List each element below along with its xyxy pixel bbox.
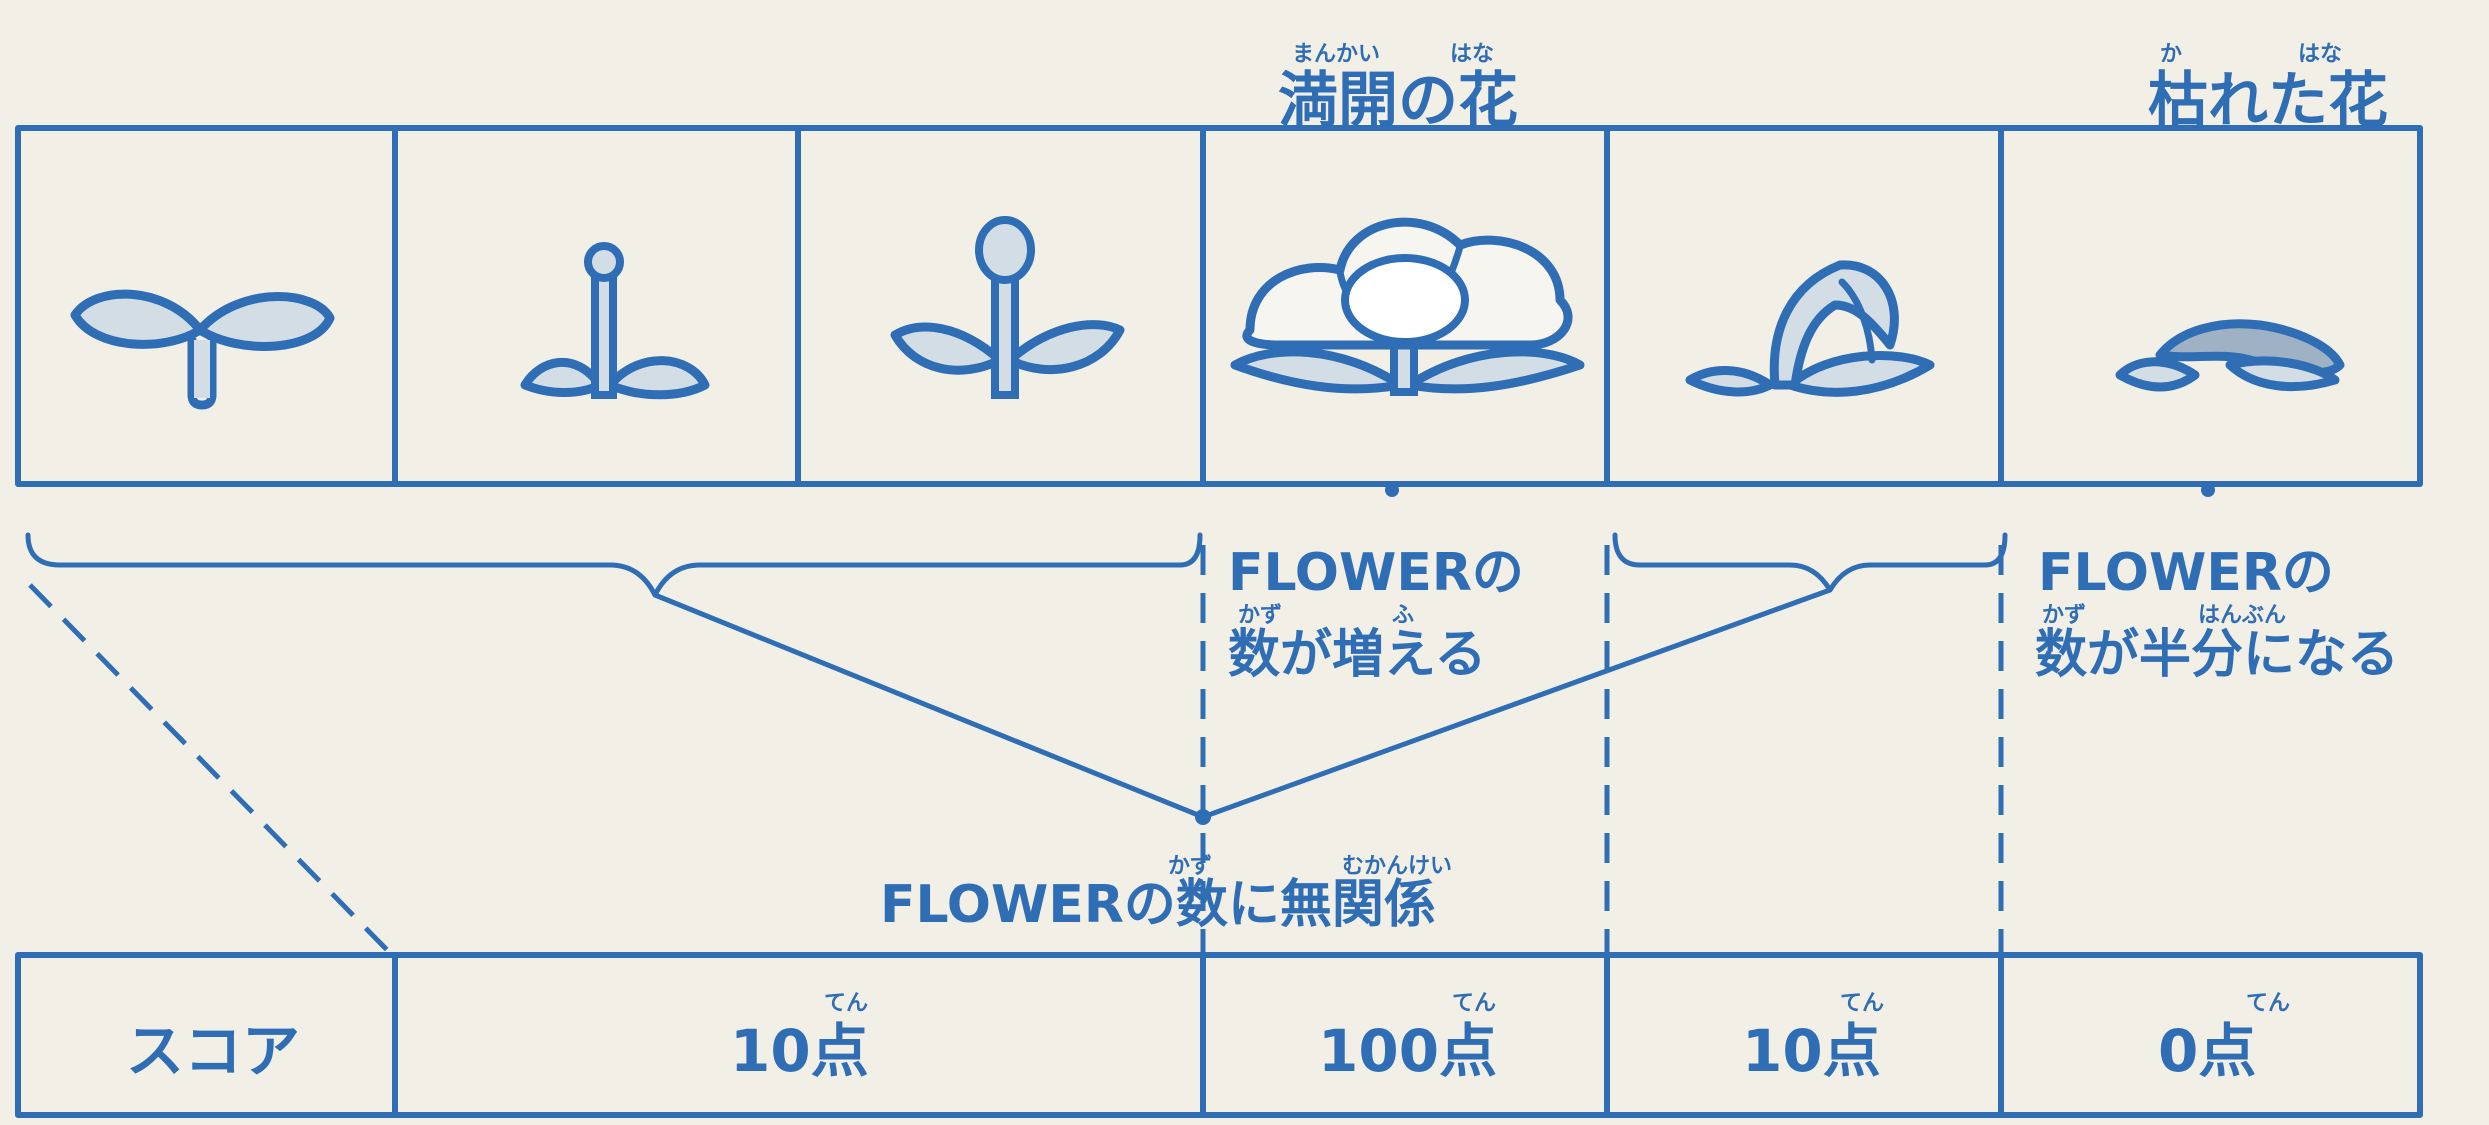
score-cell-1: 10点: [730, 1017, 869, 1085]
ruby-increase-1: かず: [1238, 603, 1283, 628]
ruby-full-bloom-1: まんかい: [1292, 42, 1381, 67]
ruby-withered-1: か: [2160, 42, 2183, 67]
annotation-halve-line2: 数が半分になる: [2035, 625, 2400, 685]
score-cell-2: 100点: [1318, 1017, 1498, 1085]
ruby-score-cell-2: てん: [1452, 991, 1497, 1016]
ruby-halve-2: はんぶん: [2198, 603, 2287, 628]
wilting-flower-icon: [1685, 260, 1935, 397]
full-bloom-flower-icon: [1230, 217, 1585, 396]
score-table-border: [15, 952, 2423, 1118]
heading-full-bloom: 満開の花: [1278, 66, 1518, 136]
ruby-increase-2: ふ: [1392, 603, 1415, 628]
sprout-icon: [70, 289, 335, 410]
ruby-unrelated-2: むかんけい: [1342, 854, 1453, 879]
ruby-score-cell-4: てん: [2246, 991, 2291, 1016]
ruby-halve-1: かず: [2042, 603, 2087, 628]
connector-dot-withered: [2201, 483, 2215, 497]
withered-flower-icon: [2115, 319, 2345, 392]
annotation-halve-line1: FLOWERの: [2038, 543, 2334, 603]
bud-large-icon: [890, 216, 1125, 399]
ruby-withered-2: はな: [2298, 42, 2343, 67]
ruby-unrelated-1: かず: [1168, 854, 1213, 879]
stage-table-dividers: [392, 125, 2004, 487]
heading-withered: 枯れた花: [2148, 66, 2388, 136]
annotation-increase-line1: FLOWERの: [1228, 543, 1524, 603]
score-cell-4: 0点: [2158, 1017, 2257, 1085]
annotation-unrelated: FLOWERの数に無関係: [880, 875, 1436, 935]
brace-growth: [25, 532, 1203, 598]
ruby-score-cell-3: てん: [1840, 991, 1885, 1016]
dashed-guides: [28, 545, 2004, 957]
converge-dot: [1195, 809, 1211, 825]
connector-dot-bloom: [1385, 483, 1399, 497]
stage-table-border: [15, 125, 2423, 487]
score-label: スコア: [126, 1017, 301, 1085]
annotation-increase-line2: 数が増える: [1228, 625, 1487, 685]
ruby-score-cell-1: てん: [824, 991, 869, 1016]
brace-wilt: [1612, 532, 2008, 593]
ruby-full-bloom-2: はな: [1450, 42, 1495, 67]
score-table-dividers: [392, 952, 2004, 1118]
bud-small-icon: [520, 242, 710, 400]
unrelated-converge-lines: [652, 587, 1833, 820]
score-cell-3: 10点: [1742, 1017, 1881, 1085]
